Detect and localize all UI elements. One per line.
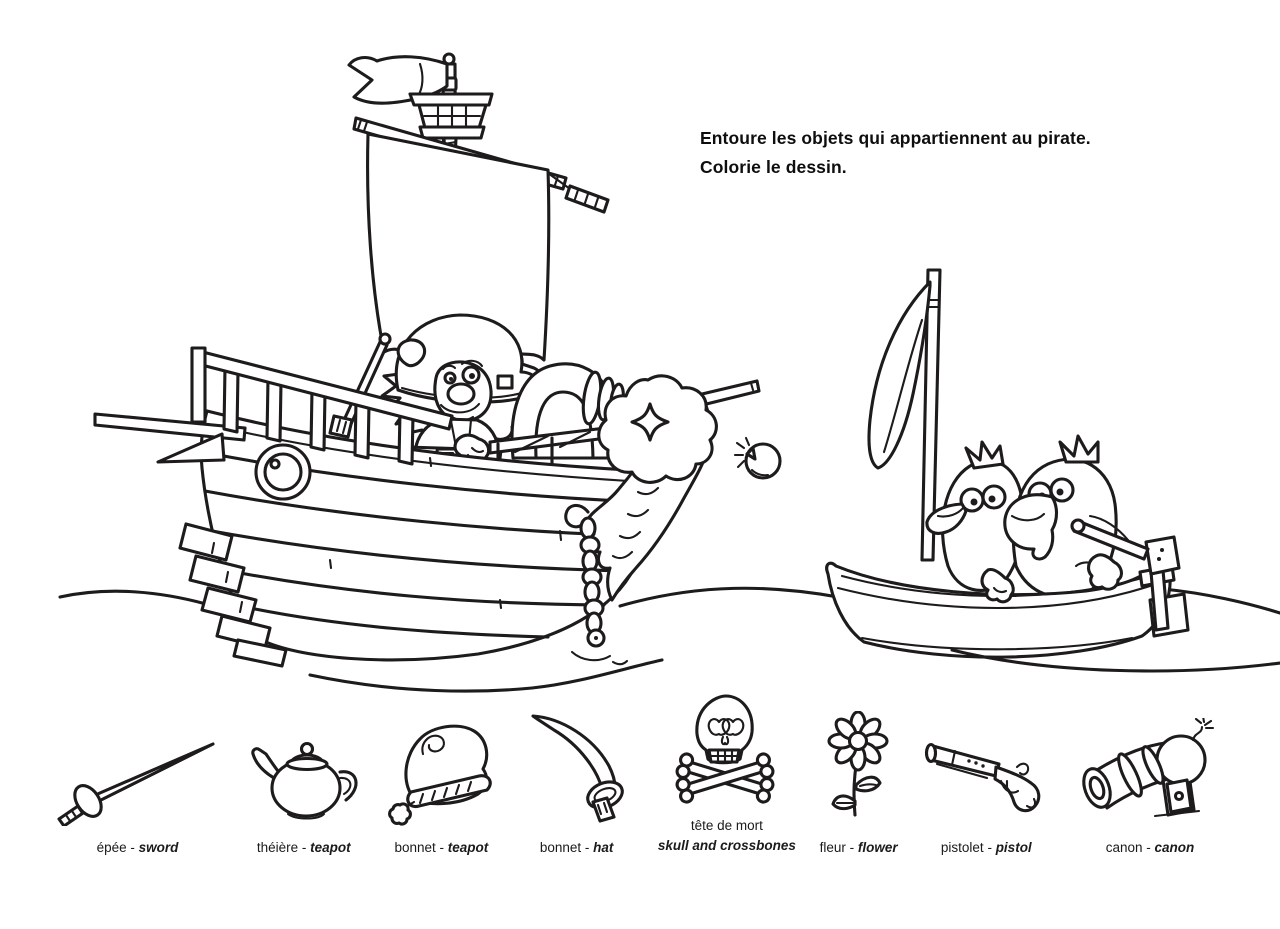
skull-crossbones-icon[interactable]: [671, 688, 783, 808]
stern-railing: [190, 346, 454, 466]
spark-star: [630, 402, 670, 442]
bird-left-wing: [980, 567, 1015, 604]
porthole: [254, 443, 312, 501]
object-item-epee: épée - sword: [55, 734, 220, 855]
teapot-icon[interactable]: [244, 726, 364, 826]
object-label: canon - canon: [1105, 840, 1195, 856]
object-label: théière - teapot: [256, 840, 351, 856]
furled-sail: [867, 280, 932, 470]
instruction-line-1: Entoure les objets qui appartiennent au …: [700, 128, 1091, 148]
rapier-sword-icon[interactable]: [55, 734, 220, 827]
anchor-chain: [564, 503, 629, 666]
waterline-front: [308, 648, 1280, 693]
object-item-bonnet-1: bonnet - teapot: [387, 714, 495, 855]
object-item-fleur: fleur - flower: [820, 711, 898, 855]
tiller: [1070, 518, 1150, 591]
instructions: Entoure les objets qui appartiennent au …: [700, 124, 1091, 182]
rudder: [1138, 535, 1190, 638]
object-item-pistolet: pistolet - pistol: [921, 721, 1051, 855]
pirate-ship: [93, 52, 782, 668]
smoke-blast: [597, 374, 718, 484]
winter-bonnet-icon[interactable]: [387, 714, 495, 826]
object-label: fleur - flower: [819, 840, 898, 856]
bird-right-hand: [1086, 553, 1124, 591]
object-label: épée - sword: [96, 840, 179, 856]
cannonball-bomb: [733, 436, 782, 480]
object-label: pistolet - pistol: [940, 840, 1032, 856]
object-label: bonnet - teapot: [394, 840, 489, 856]
bird-left: [925, 440, 1025, 592]
object-item-bonnet-2: bonnet - hat: [519, 704, 634, 855]
cutlass-sword-icon[interactable]: [519, 704, 634, 826]
waterline-back: [58, 586, 1280, 615]
pistol-icon[interactable]: [921, 721, 1051, 826]
cannon-icon[interactable]: [1075, 718, 1225, 826]
object-bank: épée - sword théière - teapot: [55, 688, 1225, 855]
gangway-steps: [178, 522, 288, 668]
instruction-line-2: Colorie le dessin.: [700, 156, 847, 177]
flower-icon[interactable]: [826, 711, 892, 826]
pirate-captain: [380, 313, 545, 470]
object-item-theiere: théière - teapot: [244, 726, 364, 855]
object-item-canon: canon - canon: [1075, 718, 1225, 855]
object-label: bonnet - hat: [539, 840, 614, 856]
deck-cannon: [488, 362, 625, 472]
rowboat: [825, 268, 1190, 659]
